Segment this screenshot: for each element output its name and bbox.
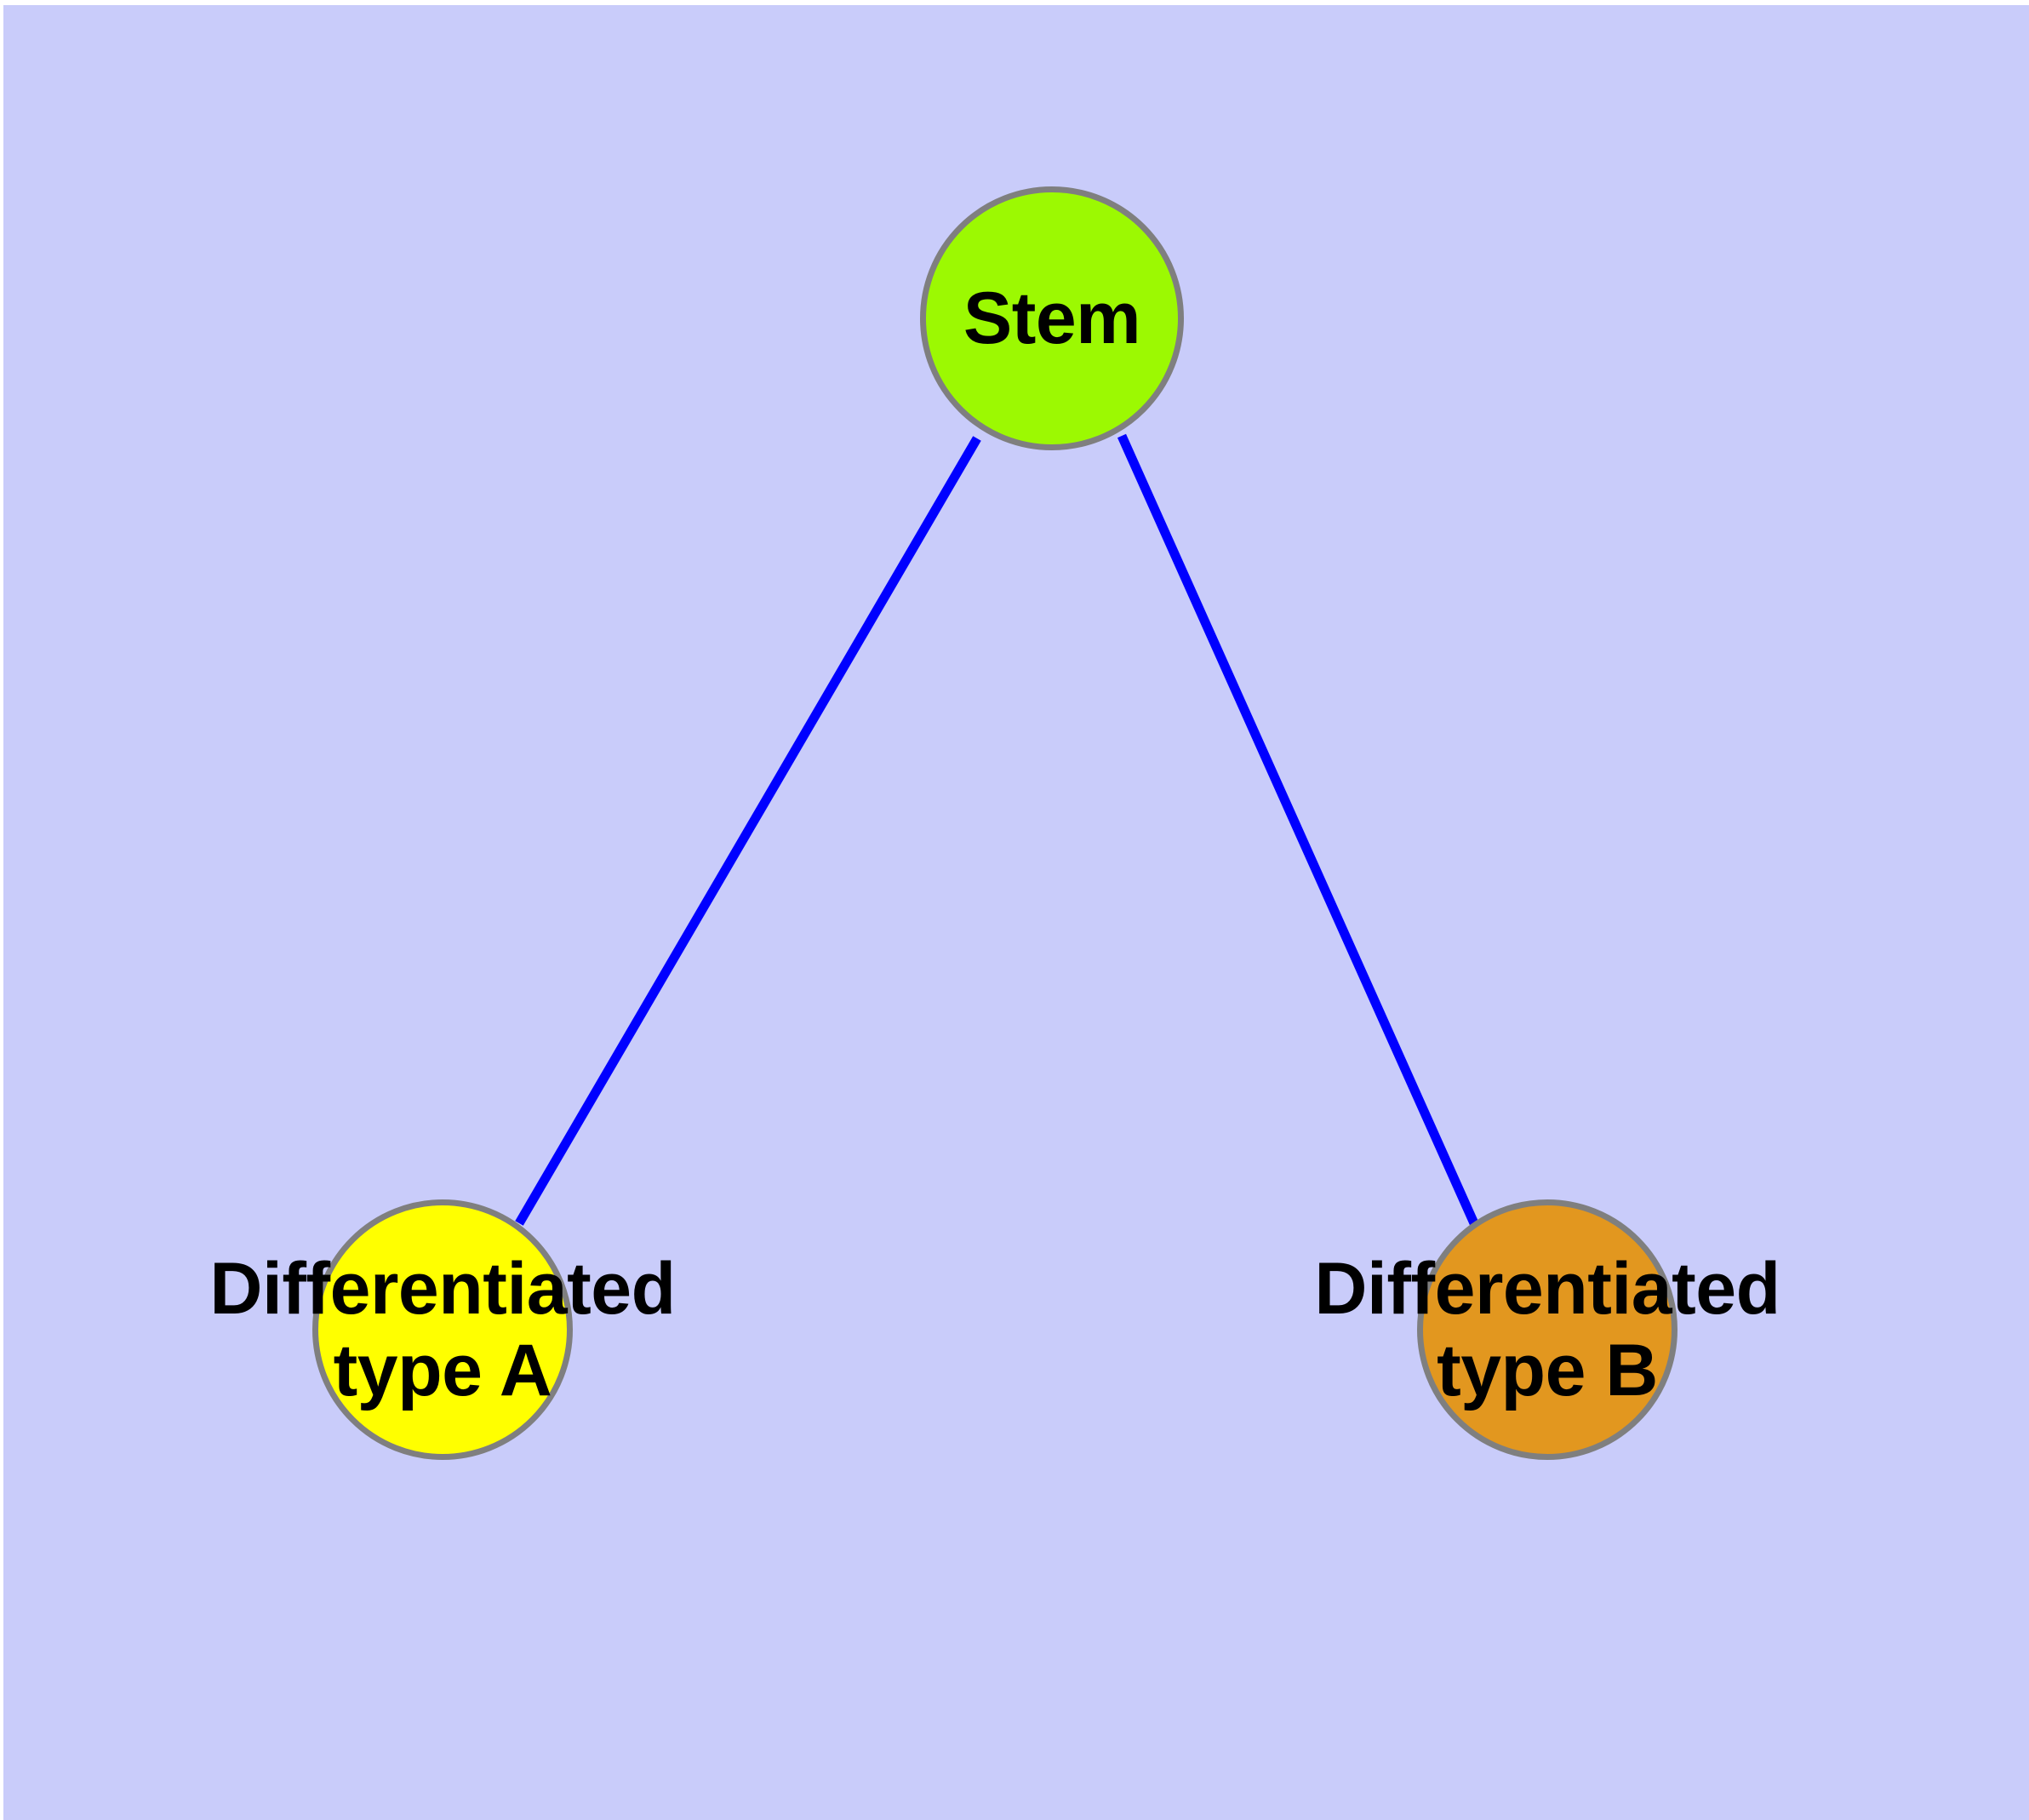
node-differentiated-type-a[interactable]	[312, 1199, 573, 1460]
node-differentiated-type-b[interactable]	[1417, 1199, 1677, 1460]
node-stem[interactable]	[920, 186, 1184, 450]
